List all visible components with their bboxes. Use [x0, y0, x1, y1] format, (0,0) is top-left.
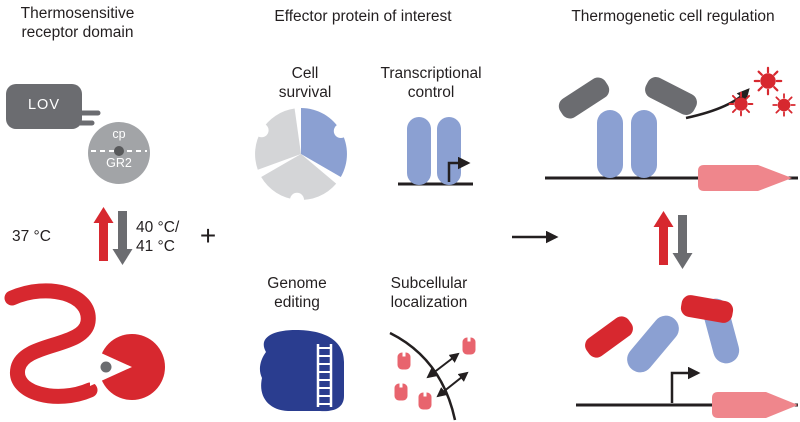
subcellular-line2: localization [390, 294, 468, 311]
temp-activated-label: 40 °C/ 41 °C [136, 218, 179, 256]
cell-survival-label: Cell survival [263, 64, 347, 102]
transcription-pills-icon [398, 117, 473, 186]
cp-label: cp [112, 127, 126, 141]
lov-cap [558, 77, 610, 119]
cargo-protein-icon [462, 337, 476, 355]
receptor-pill [627, 315, 679, 373]
genome-line1: Genome [267, 275, 327, 292]
transcription-start-arrow [447, 156, 471, 182]
genome-line2: editing [274, 294, 320, 311]
response-arrow [685, 88, 750, 120]
header-thermogenetic: Thermogenetic cell regulation [571, 8, 775, 25]
thermogenetic-scene-active [576, 295, 798, 418]
transcription-start-arrow [670, 366, 701, 403]
virus-burst-icon [772, 93, 796, 117]
header-thermosensitive-line1: Thermosensitive [20, 5, 135, 22]
temp-basal-label: 37 °C [12, 228, 51, 245]
virus-burst-icon [753, 66, 783, 96]
header-effector: Effector protein of interest [274, 8, 452, 25]
header-thermosensitive-line2: receptor domain [21, 24, 134, 41]
shuttle-arrow [426, 352, 460, 379]
transcriptional-line2: control [407, 84, 455, 101]
subcellular-localization-label: Subcellular localization [377, 274, 481, 312]
cell-survival-line1: Cell [291, 65, 319, 82]
receptor-pill [597, 110, 623, 178]
promoter-arrow [698, 165, 792, 191]
temp-activated-line2: 41 °C [136, 238, 175, 255]
temp-activated-line1: 40 °C/ [136, 219, 180, 236]
lov-label: LOV [27, 97, 60, 113]
transcriptional-control-label: Transcriptional control [369, 64, 493, 102]
plus-sign: + [199, 220, 217, 251]
virus-burst-icon [728, 91, 754, 117]
cp-ring-icon [90, 334, 165, 400]
temperature-switch-icon [93, 207, 133, 265]
cargo-protein-icon [394, 383, 408, 401]
shuttle-arrow [436, 371, 469, 398]
subcellular-line1: Subcellular [390, 275, 468, 292]
cell-survival-icon [254, 108, 348, 207]
cell-survival-line2: survival [278, 84, 332, 101]
gr2-label: GR2 [106, 156, 132, 170]
trp-channel-icon [4, 283, 98, 404]
header-thermosensitive: Thermosensitive receptor domain [5, 4, 150, 42]
membrane-localization-icon [389, 331, 476, 421]
temperature-switch-icon [653, 211, 693, 269]
activated-lov-cap [585, 316, 633, 358]
cp-gr2-domain-icon [88, 122, 150, 184]
promoter-arrow [712, 392, 798, 418]
thermogenetic-scene-inactive [545, 66, 798, 191]
lov-cap [645, 77, 697, 115]
cas9-genome-editing-icon [259, 330, 344, 412]
genome-editing-label: Genome editing [255, 274, 339, 312]
activated-lov-cap [680, 295, 734, 323]
receptor-pill [631, 110, 657, 178]
lov-domain-icon [6, 84, 101, 129]
cargo-protein-icon [397, 352, 411, 370]
transcriptional-line1: Transcriptional [380, 65, 482, 82]
cargo-protein-icon [418, 392, 432, 410]
